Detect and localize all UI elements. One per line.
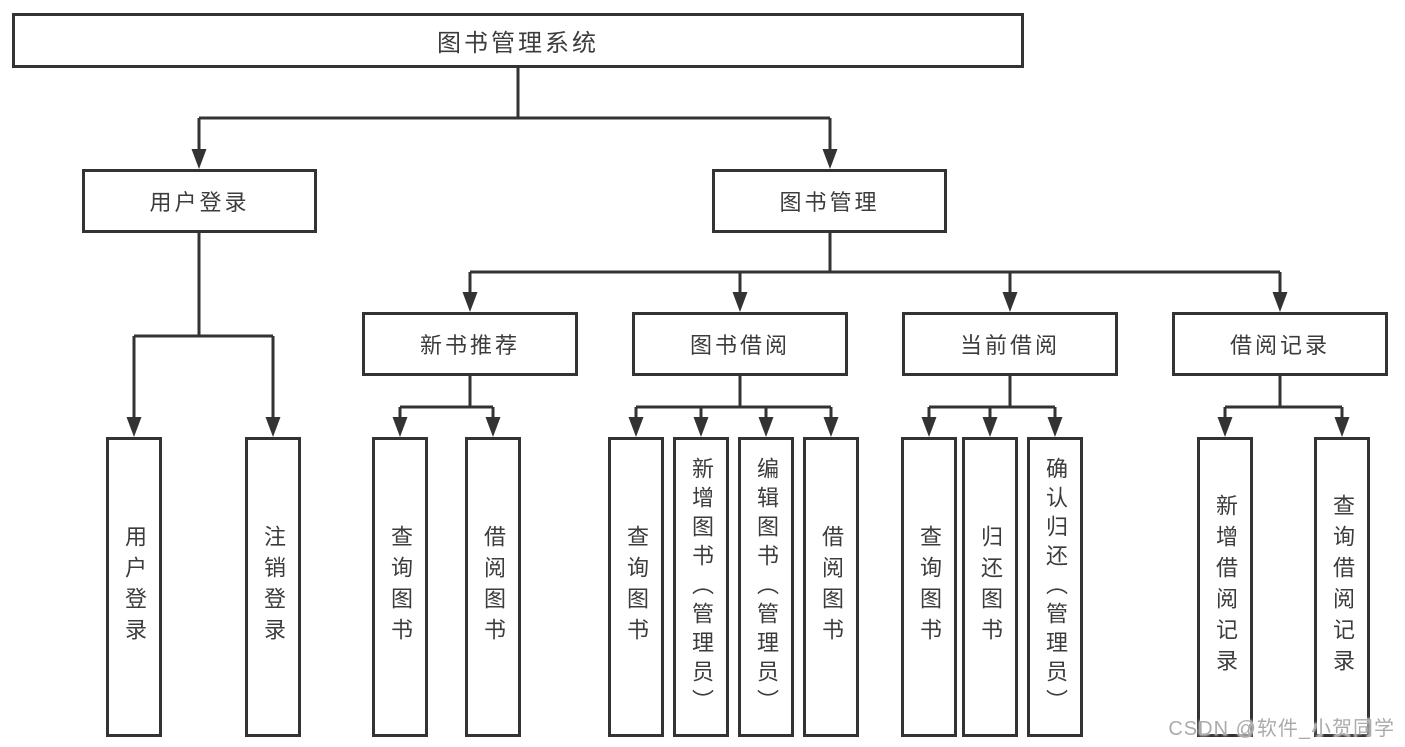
node-book-borrowing: 图书借阅 bbox=[632, 312, 848, 376]
node-label: 注销登录 bbox=[261, 525, 286, 649]
node-query-books-current: 查询图书 bbox=[901, 437, 957, 737]
node-query-borrow-record: 查询借阅记录 bbox=[1314, 437, 1370, 737]
node-label: 归还图书 bbox=[978, 525, 1003, 649]
node-add-books-admin: 新增图书（管理员） bbox=[673, 437, 729, 737]
node-label: 借阅图书 bbox=[819, 525, 844, 649]
node-label: 查询图书 bbox=[917, 525, 942, 649]
node-borrow-books-leaf: 借阅图书 bbox=[803, 437, 859, 737]
node-new-book-recommend: 新书推荐 bbox=[362, 312, 578, 376]
node-book-management: 图书管理 bbox=[712, 169, 947, 233]
node-return-books: 归还图书 bbox=[962, 437, 1018, 737]
node-label: 编辑图书（管理员） bbox=[754, 456, 779, 718]
node-user-login: 用户登录 bbox=[82, 169, 317, 233]
connector-root-to-level2 bbox=[191, 68, 838, 169]
node-confirm-return-admin: 确认归还（管理员） bbox=[1027, 437, 1083, 737]
node-borrow-books-recommend: 借阅图书 bbox=[465, 437, 521, 737]
node-library-management-system: 图书管理系统 bbox=[12, 13, 1024, 68]
connector-book-management-children bbox=[462, 233, 1288, 312]
node-current-borrowing: 当前借阅 bbox=[902, 312, 1118, 376]
node-edit-books-admin: 编辑图书（管理员） bbox=[738, 437, 794, 737]
connector-book-borrowing-children bbox=[628, 376, 839, 437]
connector-user-login-children bbox=[126, 233, 281, 437]
connector-current-borrowing-children bbox=[921, 376, 1063, 437]
connector-new-book-recommend-children bbox=[392, 376, 501, 437]
node-borrow-records: 借阅记录 bbox=[1172, 312, 1388, 376]
node-add-borrow-record: 新增借阅记录 bbox=[1197, 437, 1253, 737]
node-label: 新增借阅记录 bbox=[1213, 494, 1238, 680]
node-label: 查询图书 bbox=[388, 525, 413, 649]
csdn-watermark: CSDN @软件_小贺同学 bbox=[1168, 718, 1395, 740]
node-logout: 注销登录 bbox=[245, 437, 301, 737]
node-label: 用户登录 bbox=[122, 525, 147, 649]
connector-borrow-records-children bbox=[1217, 376, 1350, 437]
node-label: 借阅图书 bbox=[481, 525, 506, 649]
node-label: 新增图书（管理员） bbox=[689, 456, 714, 718]
node-label: 确认归还（管理员） bbox=[1043, 456, 1068, 718]
node-query-books-borrowing: 查询图书 bbox=[608, 437, 664, 737]
node-query-books-recommend: 查询图书 bbox=[372, 437, 428, 737]
node-label: 查询图书 bbox=[624, 525, 649, 649]
node-label: 查询借阅记录 bbox=[1330, 494, 1355, 680]
node-user-login-leaf: 用户登录 bbox=[106, 437, 162, 737]
